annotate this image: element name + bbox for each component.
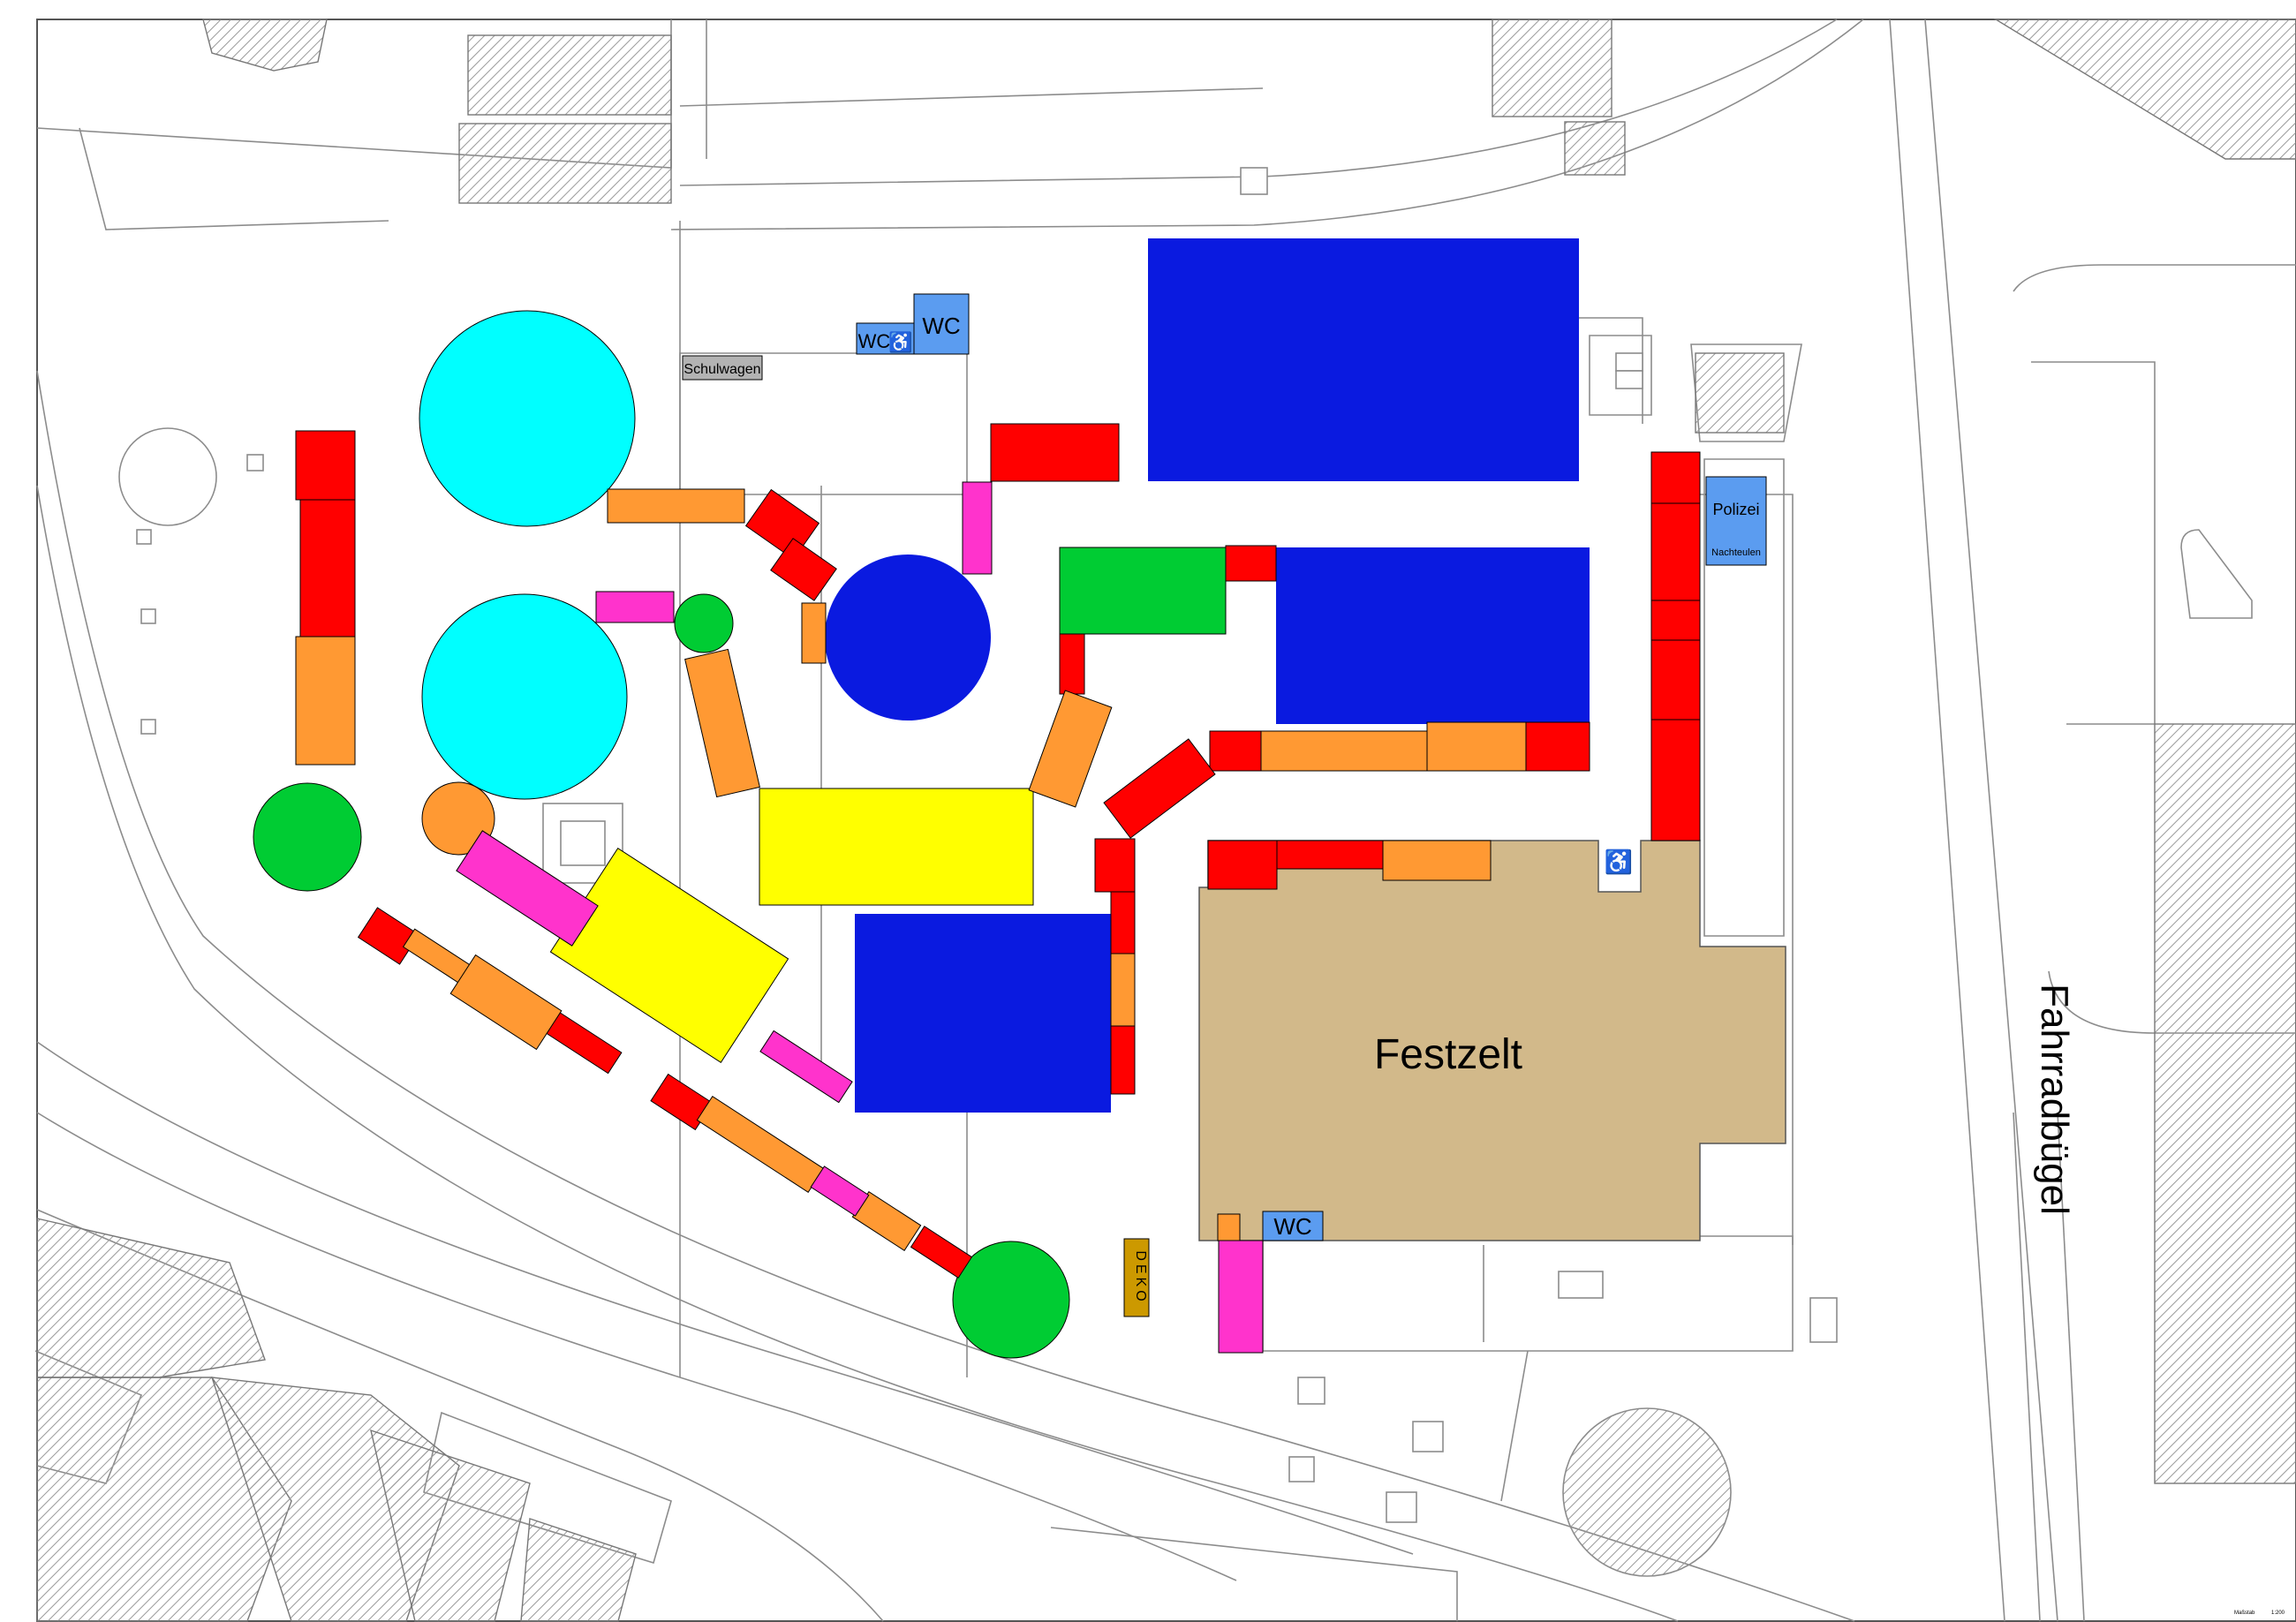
red-stand bbox=[1525, 721, 1590, 772]
red-stand bbox=[1650, 502, 1701, 601]
red-stand bbox=[545, 1011, 623, 1075]
orange-stand bbox=[1382, 840, 1492, 881]
magenta-stand bbox=[810, 1166, 870, 1217]
magenta-stand bbox=[759, 1030, 853, 1104]
schulwagen-label: Schulwagen bbox=[684, 362, 760, 377]
red-stand bbox=[1103, 738, 1216, 839]
polizei-label: Polizei bbox=[1712, 501, 1759, 518]
basemap bbox=[34, 19, 2296, 1622]
wheelchair-icon: ♿ bbox=[888, 331, 912, 353]
schulwagen-box bbox=[682, 355, 763, 381]
orange-stand bbox=[449, 954, 563, 1051]
wc-accessible-label: WC bbox=[858, 330, 891, 352]
red-stand bbox=[1276, 840, 1384, 870]
magenta-stand bbox=[595, 591, 675, 623]
red-stand bbox=[1650, 719, 1701, 841]
orange-stand bbox=[402, 928, 472, 985]
orange-stand bbox=[684, 648, 760, 798]
scale-label: 1:200 bbox=[2271, 1611, 2285, 1616]
orange-stand bbox=[1028, 690, 1113, 808]
red-stands bbox=[295, 423, 1701, 1279]
festzelt-label: Festzelt bbox=[1374, 1031, 1522, 1078]
red-stand bbox=[1209, 730, 1262, 772]
red-stand bbox=[1110, 891, 1136, 954]
deko-box bbox=[1123, 1238, 1150, 1317]
green-stand-west bbox=[253, 782, 362, 892]
red-stand bbox=[1650, 451, 1701, 504]
nachteulen-label: Nachteulen bbox=[1711, 547, 1761, 558]
yellow-area-center bbox=[759, 788, 1034, 906]
magenta-stands bbox=[456, 481, 1264, 1354]
magenta-stand bbox=[962, 481, 993, 575]
orange-stand bbox=[801, 602, 827, 664]
red-stand bbox=[910, 1226, 973, 1279]
cyan-round-tent-south bbox=[421, 593, 628, 800]
orange-stand bbox=[1426, 721, 1527, 772]
orange-round-stand bbox=[421, 781, 495, 856]
wc-accessible-box bbox=[856, 322, 918, 355]
wc-bottom-label: WC bbox=[1273, 1213, 1311, 1240]
orange-stand bbox=[1260, 730, 1428, 772]
magenta-stand bbox=[456, 830, 599, 947]
wc-top-label: WC bbox=[922, 313, 960, 339]
red-stand bbox=[990, 423, 1120, 482]
orange-stand bbox=[1217, 1213, 1241, 1241]
orange-stand bbox=[1110, 953, 1136, 1027]
red-stand bbox=[744, 488, 820, 561]
orange-stand bbox=[607, 488, 745, 524]
fahrradbuegel-label: Fahrradbügel bbox=[2033, 984, 2076, 1215]
red-stand bbox=[1650, 600, 1701, 641]
green-stand-rect bbox=[1059, 547, 1227, 635]
polizei-box bbox=[1705, 476, 1767, 566]
red-stand bbox=[1094, 838, 1136, 893]
wc-bottom-box bbox=[1262, 1211, 1324, 1241]
green-stand-south bbox=[952, 1241, 1070, 1359]
accessible-entrance-icon: ♿ bbox=[1605, 849, 1633, 875]
magenta-stand bbox=[1218, 1240, 1264, 1354]
blue-tent-north bbox=[1148, 238, 1579, 481]
green-stand-small bbox=[674, 593, 734, 653]
red-stand bbox=[299, 499, 356, 637]
blue-tent-middle bbox=[1276, 547, 1590, 724]
deko-label: DEKO bbox=[1133, 1250, 1148, 1304]
blue-tent-south bbox=[855, 914, 1111, 1113]
orange-stand bbox=[295, 636, 356, 766]
red-stand bbox=[1059, 633, 1085, 695]
orange-stand bbox=[696, 1096, 825, 1193]
massstab-label: Maßstab bbox=[2234, 1611, 2255, 1616]
orange-stands bbox=[295, 488, 1527, 1252]
red-stand bbox=[1225, 545, 1277, 582]
small-structures bbox=[136, 167, 1838, 1523]
red-stand bbox=[1650, 639, 1701, 720]
wc-top-box bbox=[913, 293, 970, 355]
cyan-round-tent-north bbox=[419, 310, 636, 527]
red-stand bbox=[295, 430, 356, 501]
blue-round-tent bbox=[825, 554, 991, 720]
hatched-buildings bbox=[36, 19, 2296, 1622]
red-stand bbox=[770, 538, 837, 601]
red-stand bbox=[1110, 1025, 1136, 1095]
red-stand bbox=[1207, 840, 1278, 890]
